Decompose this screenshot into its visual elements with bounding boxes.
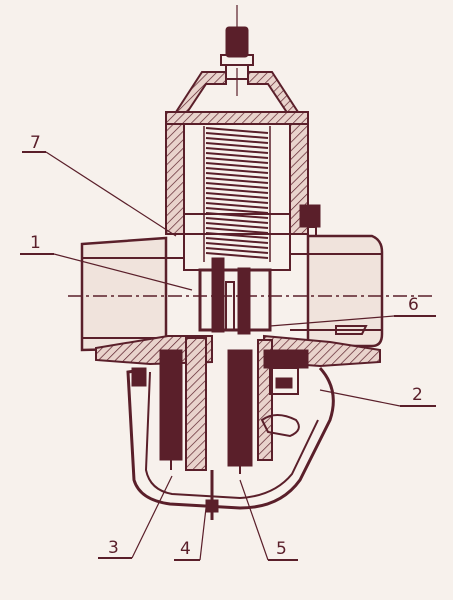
callout-4: 4 (180, 539, 191, 559)
top-cap (165, 71, 309, 125)
float-needle (260, 349, 309, 438)
callout-5: 5 (276, 539, 287, 559)
callout-6: 6 (408, 295, 419, 315)
leader-lines (20, 151, 436, 561)
pilot-jet (159, 349, 183, 470)
callout-2: 2 (412, 385, 423, 405)
callout-7: 7 (30, 133, 41, 153)
carburetor-body (95, 334, 381, 471)
throttle-slide (183, 233, 291, 335)
callout-3: 3 (108, 538, 119, 558)
spring-coils (205, 127, 269, 259)
slide-spring (203, 126, 271, 262)
drain-plug (205, 470, 219, 520)
float-bowl (126, 366, 335, 510)
callout-1: 1 (30, 233, 41, 253)
main-jet (227, 349, 253, 474)
